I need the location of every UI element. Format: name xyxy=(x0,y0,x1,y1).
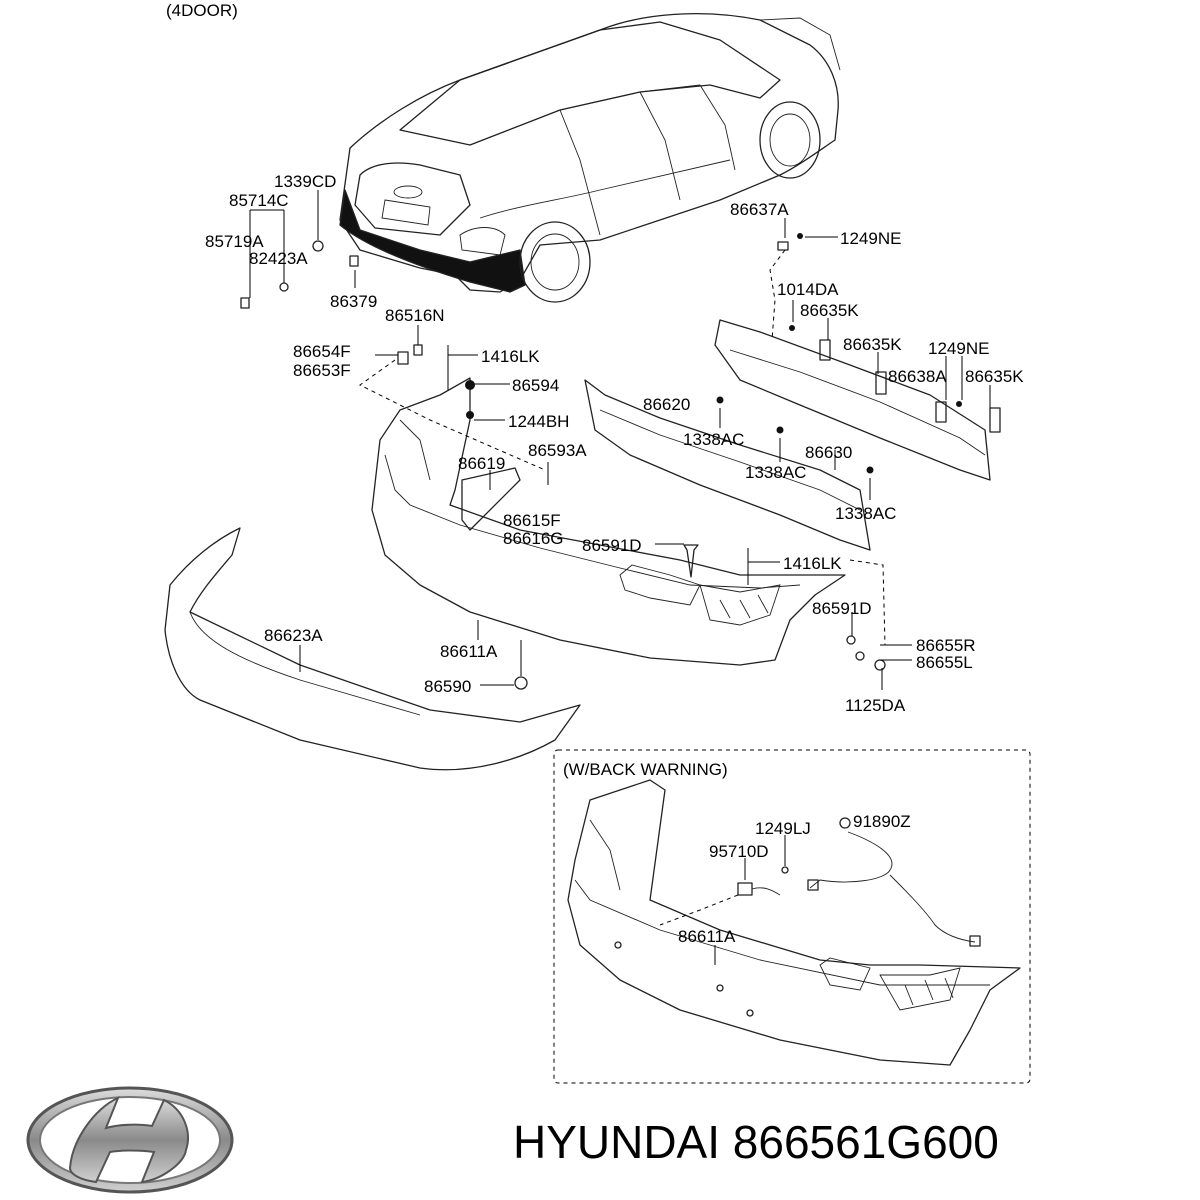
callout-86630: 86630 xyxy=(805,443,852,462)
callout-86655L: 86655L xyxy=(916,653,973,672)
callout-86594: 86594 xyxy=(512,376,559,395)
callout-86653F: 86653F xyxy=(293,361,351,380)
callout-86516N: 86516N xyxy=(385,306,445,325)
lower-spoiler-86623A xyxy=(164,527,581,771)
callout-1416LK-upper: 1416LK xyxy=(481,347,540,366)
callout-85719A: 85719A xyxy=(205,232,264,251)
callout-1244BH: 1244BH xyxy=(508,412,569,431)
callout-86655R: 86655R xyxy=(916,636,976,655)
callout-86635K-c: 86635K xyxy=(965,367,1024,386)
callout-85714C: 85714C xyxy=(229,191,289,210)
callout-1249NE-upper: 1249NE xyxy=(840,229,901,248)
reinforcement-beam-86630 xyxy=(714,241,1001,481)
callout-1249LJ: 1249LJ xyxy=(755,819,811,838)
car-illustration xyxy=(339,13,841,303)
callout-86611A: 86611A xyxy=(440,642,498,661)
callout-1339CD: 1339CD xyxy=(274,172,336,191)
callout-86616G: 86616G xyxy=(503,529,564,548)
callout-1338AC-c: 1338AC xyxy=(835,504,896,523)
callout-86591D-lower: 86591D xyxy=(812,599,872,618)
back-warning-inset: (W/BACK WARNING) xyxy=(553,749,1031,1084)
callout-1338AC-b: 1338AC xyxy=(745,463,806,482)
callout-91890Z: 91890Z xyxy=(853,812,911,831)
leader-lines xyxy=(249,190,991,690)
callout-1014DA: 1014DA xyxy=(777,280,839,299)
energy-absorber-86620 xyxy=(584,379,871,551)
callout-86619: 86619 xyxy=(458,454,505,473)
fastener-dots xyxy=(465,233,962,690)
callout-1338AC-a: 1338AC xyxy=(683,430,744,449)
callout-86620: 86620 xyxy=(643,395,690,414)
callout-86593A: 86593A xyxy=(528,441,587,460)
callout-86591D-upper: 86591D xyxy=(582,536,642,555)
callout-1416LK-lower: 1416LK xyxy=(783,554,842,573)
callout-86590: 86590 xyxy=(424,677,471,696)
callout-86635K-a: 86635K xyxy=(800,301,859,320)
callout-1125DA: 1125DA xyxy=(845,696,906,715)
hyundai-logo xyxy=(26,1086,234,1194)
callout-86379: 86379 xyxy=(330,292,377,311)
callout-1249NE-lower: 1249NE xyxy=(928,339,989,358)
callout-86638A: 86638A xyxy=(888,367,947,386)
callout-86615F: 86615F xyxy=(503,511,561,530)
brand-part-number: HYUNDAI 866561G600 xyxy=(513,1116,999,1168)
callout-95710D: 95710D xyxy=(709,842,769,861)
callout-86611A-inset: 86611A xyxy=(678,927,736,946)
small-fasteners xyxy=(240,240,423,365)
callout-86635K-b: 86635K xyxy=(843,335,902,354)
callout-86637A: 86637A xyxy=(730,200,789,219)
callout-labels: 1339CD 85714C 85719A 82423A 86379 86516N… xyxy=(205,172,1024,946)
view-header: (4DOOR) xyxy=(166,1,238,20)
callout-86623A: 86623A xyxy=(264,626,323,645)
callout-82423A: 82423A xyxy=(249,249,308,268)
inset-header: (W/BACK WARNING) xyxy=(563,760,728,779)
rear-bumper-cover xyxy=(371,377,846,666)
callout-86654F: 86654F xyxy=(293,342,351,361)
